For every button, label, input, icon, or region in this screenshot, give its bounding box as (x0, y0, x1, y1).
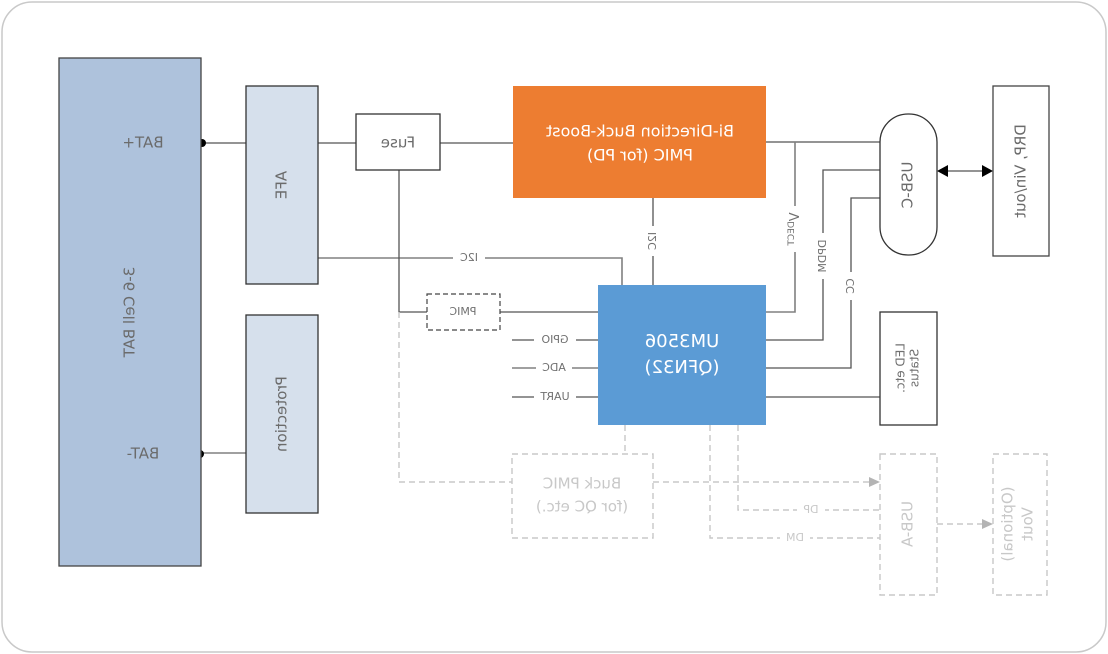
pmic-small-block: PMIC (426, 293, 501, 331)
buck-pmic-line2: (for QC etc.) (536, 498, 628, 516)
drp-block: DRP, Vin/out (992, 85, 1050, 257)
wire-dm (709, 425, 880, 539)
afe-label: AFE (273, 171, 291, 199)
status-block: Status LED etc. (879, 311, 938, 426)
mcu-line1: UM3506 (645, 331, 720, 352)
signal-dm: DM (786, 531, 804, 544)
wire-i2c-afe (318, 257, 623, 285)
arrow-vout-icon (982, 519, 993, 529)
buck-pmic-block: Buck PMIC (for QC etc.) (511, 453, 654, 539)
buck-boost-line2: PMIC (for PD) (587, 146, 693, 165)
arrow-left-icon (937, 165, 948, 177)
bat-plus-label: BAT+ (122, 134, 163, 152)
wire-fuse-buckpmic (398, 312, 512, 483)
buck-boost-block: Bi-Direction Buck-Boost PMIC (for PD) (513, 86, 766, 198)
status-line2: LED etc. (894, 343, 908, 393)
vout-block: Vout (Optional) (992, 453, 1048, 596)
afe-block: AFE (245, 85, 319, 285)
vout-line1: Vout (1019, 507, 1037, 541)
fuse-block: Fuse (355, 113, 441, 171)
usb-a-label: USB-A (899, 501, 917, 548)
buck-boost-line1: Bi-Direction Buck-Boost (546, 122, 734, 141)
vout-line2: (Optional) (999, 486, 1017, 561)
usb-c-label: USB-C (899, 162, 917, 209)
wire-vdect (766, 142, 796, 313)
signal-adc: ADC (542, 361, 566, 374)
signal-labels: I2C I2C GPIO ADC UART VDECT DPDM CC DP D… (453, 206, 859, 546)
usb-c-block: USB-C (879, 113, 938, 256)
status-line1: Status (908, 349, 922, 387)
fuse-label: Fuse (381, 134, 415, 152)
arrow-right-icon (982, 165, 993, 177)
signal-dp: DP (803, 503, 818, 516)
buck-pmic-line1: Buck PMIC (543, 475, 621, 493)
pmic-small-label: PMIC (449, 305, 476, 318)
signal-gpio: GPIO (541, 333, 568, 346)
protection-block: Protection (245, 314, 319, 514)
usb-a-block: USB-A (879, 453, 938, 596)
arrow-usba-icon (869, 477, 880, 487)
battery-label: 3-6 Cell BAT (121, 267, 139, 358)
optional-wires (398, 312, 993, 539)
signal-i2c-pmic: I2C (646, 232, 659, 250)
mcu-line2: (QFN32) (645, 357, 720, 378)
bat-minus-label: BAT- (127, 445, 160, 463)
drp-label: DRP, Vin/out (1012, 124, 1030, 218)
mcu-block: UM3506 (QFN32) (598, 285, 766, 425)
signal-vdect: VDECT (787, 212, 803, 246)
wire-dp (737, 425, 880, 511)
signal-cc: CC (844, 278, 857, 294)
protection-label: Protection (273, 376, 291, 452)
battery-block: 3-6 Cell BAT BAT+ BAT- (58, 57, 202, 567)
signal-i2c-afe: I2C (460, 251, 478, 264)
signal-dpdm: DPDM (816, 239, 829, 272)
signal-uart: UART (540, 390, 569, 403)
